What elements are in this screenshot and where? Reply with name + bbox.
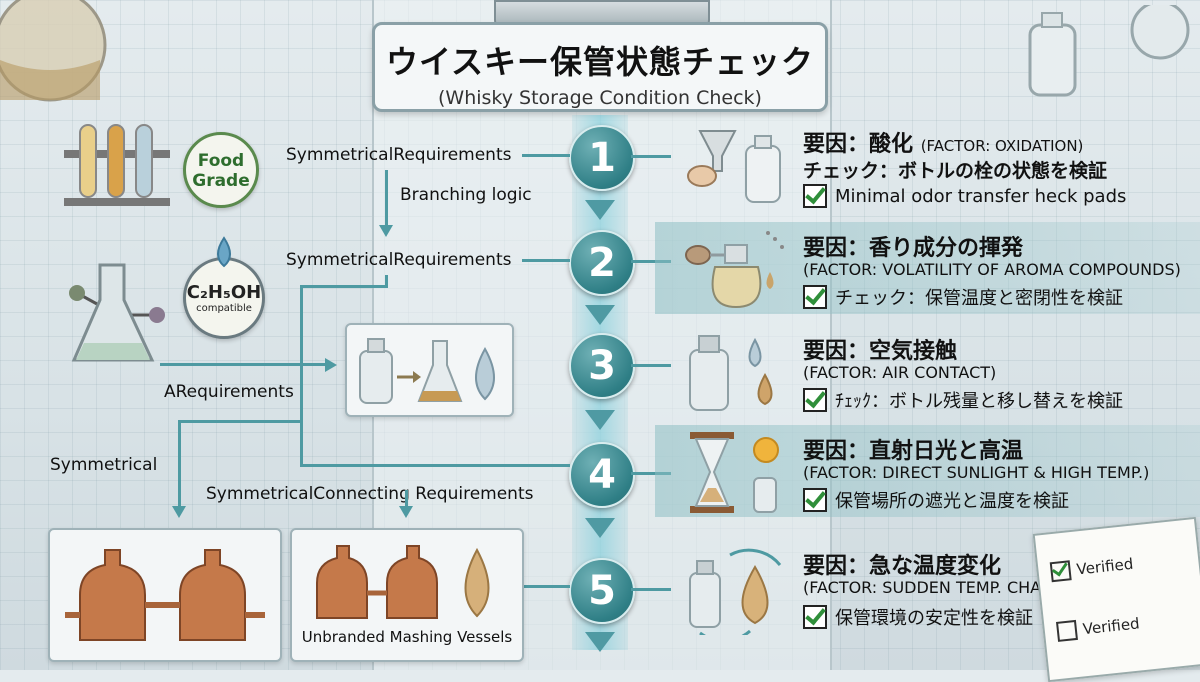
label-branch: Branching logic [400,185,532,205]
round-flask-icon [0,0,120,110]
food-grade-badge: Food Grade [183,132,259,208]
hourglass-sun-icon [680,430,790,515]
step-1-item: Minimal odor transfer heck pads [803,184,1126,208]
copper-still-icon [60,540,270,650]
step-2-factor-en: (FACTOR: VOLATILITY OF AROMA COMPOUNDS) [803,260,1181,279]
down-arrow-icon [585,410,615,430]
step-2-item: チェック：保管温度と密閉性を検証 [803,284,1123,310]
connector [522,154,570,157]
step-5-factor-jp: 要因：急な温度変化 [803,548,1001,580]
step-1-number: 1 [569,125,635,191]
step-5-item-text: 保管環境の安定性を検証 [835,604,1033,630]
perfume-bottle-icon [680,227,790,312]
connector [300,285,385,288]
food-grade-line2: Grade [186,171,256,191]
label-areq: ARequirements [164,382,294,402]
label-req2: SymmetricalRequirements [286,250,511,270]
vessel-box-2: Unbranded Mashing Vessels [290,528,524,662]
ethanol-formula: C₂H₅OH [186,282,262,303]
bottle-icon [1020,5,1190,105]
step-1-factor-jp: 要因：酸化 [803,132,913,157]
step-5-number: 5 [569,558,635,624]
step-4-panel: 要因：直射日光と高温 (FACTOR: DIRECT SUNLIGHT & HI… [655,425,1200,517]
checkbox-checked-icon [1050,560,1072,582]
step-5-panel: 要因：急な温度変化 (FACTOR: SUDDEN TEMP. CHANGES)… [655,540,1055,632]
verified-label-2: Verified [1082,614,1140,638]
down-arrow-icon [585,305,615,325]
title-japanese: ウイスキー保管状態チェック [375,37,825,83]
step-4-item: 保管場所の遮光と温度を検証 [803,487,1069,513]
transfer-box [345,323,514,417]
step-3-panel: 要因：空気接触 (FACTOR: AIR CONTACT) ﾁｪｯｸ：ボトル残量… [655,325,1200,417]
label-symmetrical: Symmetrical [50,455,157,475]
step-1-check: チェック：ボトルの栓の状態を検証 [803,156,1107,183]
checkbox-checked-icon [803,605,827,629]
step-4-item-text: 保管場所の遮光と温度を検証 [835,487,1069,513]
molecule-flask-icon [62,255,172,375]
step-1-panel: 要因：酸化 (FACTOR: OXIDATION) チェック：ボトルの栓の状態を… [655,118,1200,210]
down-arrow-icon [585,632,615,652]
bottle-flask-drop-icon [355,333,505,408]
down-arrow-icon [585,200,615,220]
verified-card: Verified Verified [1033,517,1200,682]
step-2-number: 2 [569,230,635,296]
connector [385,275,388,288]
step-2-factor-jp: 要因：香り成分の揮発 [803,230,1023,262]
arrow-right-icon [325,358,337,372]
step-1-factor-en: (FACTOR: OXIDATION) [921,137,1084,155]
checkbox-checked-icon [803,184,827,208]
connector [300,285,303,465]
water-drop-icon [212,236,236,268]
food-grade-line1: Food [186,151,256,171]
connector [300,464,570,467]
step-3-number: 3 [569,333,635,399]
verified-row-2: Verified [1056,613,1140,642]
arrow-down-icon [172,506,186,518]
ethanol-sub: compatible [186,303,262,314]
step-3-item-text: ﾁｪｯｸ：ボトル残量と移し替えを検証 [835,387,1123,413]
step-4-factor-en: (FACTOR: DIRECT SUNLIGHT & HIGH TEMP.) [803,463,1149,482]
connector [178,420,181,508]
step-2-item-text: チェック：保管温度と密閉性を検証 [835,284,1123,310]
title-english: (Whisky Storage Condition Check) [375,87,825,109]
bottle-cycle-icon [680,545,790,635]
bottle-droplet-icon [680,330,790,415]
connector [385,170,388,225]
step-1-factor: 要因：酸化 (FACTOR: OXIDATION) [803,126,1083,158]
vessel-box-1 [48,528,282,662]
step-2-panel: 要因：香り成分の揮発 (FACTOR: VOLATILITY OF AROMA … [655,222,1200,314]
step-3-factor-en: (FACTOR: AIR CONTACT) [803,363,996,382]
verified-label-1: Verified [1076,555,1134,579]
checkbox-checked-icon [803,285,827,309]
checkbox-checked-icon [803,388,827,412]
label-connecting: SymmetricalConnecting Requirements [206,484,533,504]
vessel-caption: Unbranded Mashing Vessels [292,628,522,646]
label-req1: SymmetricalRequirements [286,145,511,165]
title-box: ウイスキー保管状態チェック (Whisky Storage Condition … [372,22,828,112]
step-4-number: 4 [569,442,635,508]
step-1-item-text: Minimal odor transfer heck pads [835,186,1126,207]
verified-row-1: Verified [1050,554,1134,583]
down-arrow-icon [585,518,615,538]
copper-vessel-drop-icon [302,538,512,623]
checkbox-icon [1056,620,1078,642]
funnel-bottle-icon [680,126,790,206]
connector [520,585,570,588]
arrow-down-icon [399,506,413,518]
connector [522,259,570,262]
checkbox-checked-icon [803,488,827,512]
arrow-down-icon [379,225,393,237]
step-3-item: ﾁｪｯｸ：ボトル残量と移し替えを検証 [803,387,1123,413]
test-tube-rack-icon [62,120,172,210]
step-3-factor-jp: 要因：空気接触 [803,333,957,365]
step-4-factor-jp: 要因：直射日光と高温 [803,433,1023,465]
step-5-item: 保管環境の安定性を検証 [803,604,1033,630]
connector [178,420,303,423]
ethanol-badge: C₂H₅OH compatible [183,257,265,339]
